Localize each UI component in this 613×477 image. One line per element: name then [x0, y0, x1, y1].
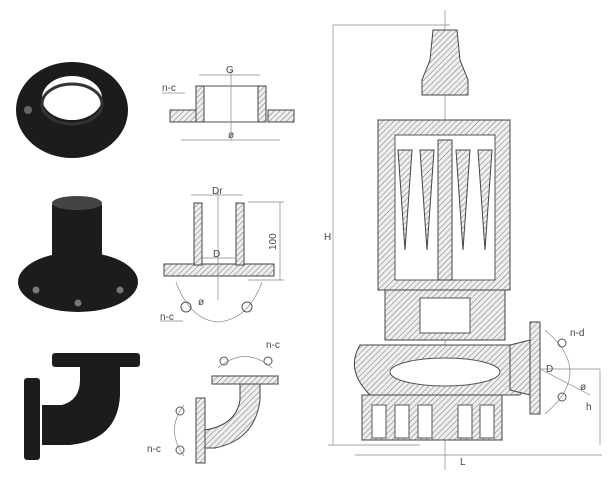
- pump-length-label: L: [460, 457, 466, 468]
- elbow-drawing: n-c n-c: [147, 340, 280, 464]
- hose-length-label: 100: [268, 233, 279, 250]
- outlet-bolt-label: n-d: [570, 328, 584, 339]
- hose-pcd-label: ø: [198, 297, 204, 308]
- pump-drawing: H L: [324, 10, 602, 470]
- elbow-photo: [24, 353, 140, 460]
- hose-adapter-drawing: Dr 100 D n-c ø: [160, 186, 284, 323]
- outlet-pcd-label: ø: [580, 382, 586, 393]
- pump-height-label: H: [324, 232, 331, 243]
- elbow-top-bolt-label: n-c: [266, 340, 280, 351]
- hose-adapter-photo: [18, 196, 138, 312]
- hose-bolt-label: n-c: [160, 312, 174, 323]
- hose-outer-label: Dr: [212, 186, 223, 197]
- hose-bore-label: D: [213, 249, 220, 260]
- motor-windings: [397, 139, 493, 281]
- flange-drawing: G n-c ø: [162, 65, 295, 141]
- flange-bolt-label: n-c: [162, 83, 176, 94]
- flange-diameter-label: ø: [228, 130, 234, 141]
- outlet-height-label: h: [586, 402, 592, 413]
- flange-bore-label: G: [226, 65, 234, 76]
- elbow-side-bolt-label: n-c: [147, 444, 161, 455]
- flange-photo: [16, 62, 128, 158]
- outlet-bore-label: D: [546, 364, 553, 375]
